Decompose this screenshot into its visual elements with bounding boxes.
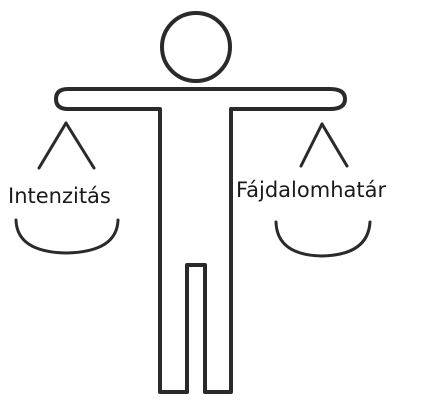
left-scale-pan (14, 218, 120, 255)
left-scale (14, 121, 120, 255)
figure-body (54, 87, 347, 394)
left-scale-string-left (37, 121, 68, 170)
right-scale-pan (274, 220, 372, 258)
right-scale-label: Fájdalomhatár (236, 178, 386, 202)
left-scale-label: Intenzitás (8, 184, 111, 208)
left-scale-string-right (64, 121, 96, 170)
right-scale (274, 122, 372, 258)
right-scale-string-left (299, 122, 324, 168)
figure-head (160, 11, 232, 83)
right-scale-string-right (320, 122, 349, 168)
